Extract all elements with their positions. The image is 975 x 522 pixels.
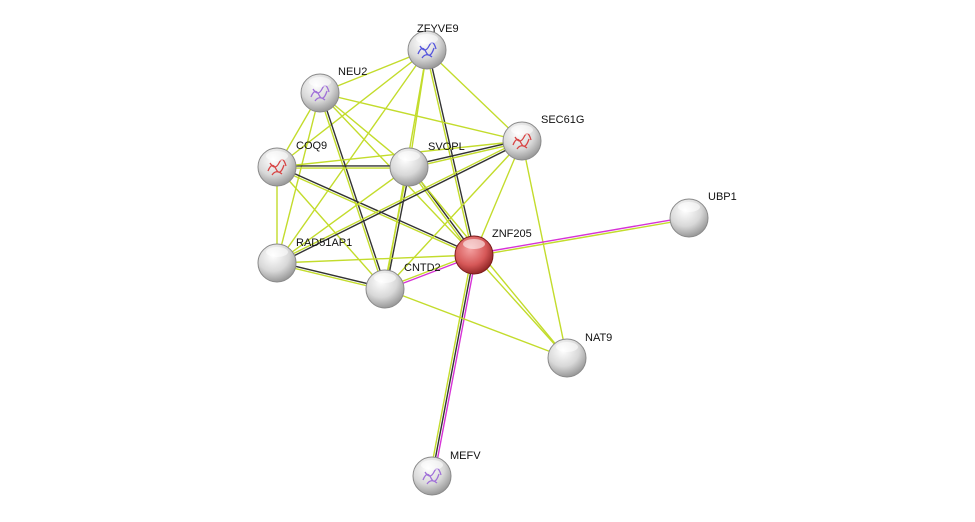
node-cntd2[interactable]: CNTD2	[365, 262, 441, 309]
edge-line-coexpression	[277, 165, 475, 255]
node-label: RAD51AP1	[296, 237, 352, 249]
edge-cntd2-nat9[interactable]	[384, 288, 568, 359]
edge-line-experiments	[433, 255, 477, 477]
node-mefv[interactable]: MEFV	[412, 450, 481, 496]
node-label: SEC61G	[541, 114, 584, 126]
node-rad51ap1[interactable]: RAD51AP1	[257, 237, 352, 283]
edge-line-coexpression	[385, 167, 411, 290]
node-ubp1[interactable]: UBP1	[669, 191, 737, 238]
edge-line-coexpression	[431, 254, 475, 477]
edge-coq9-cntd2[interactable]	[276, 166, 386, 290]
edge-line-textmining	[426, 49, 523, 142]
edge-line-experiments	[473, 216, 689, 255]
node-svopl[interactable]: SVOPL	[389, 141, 465, 187]
edge-line-coexpression	[277, 141, 523, 265]
node-label: NEU2	[338, 66, 367, 78]
edge-line-textmining	[276, 49, 428, 264]
node-highlight	[556, 342, 578, 352]
edge-neu2-cntd2[interactable]	[318, 92, 387, 290]
node-label: CNTD2	[404, 262, 441, 274]
node-label: NAT9	[585, 332, 612, 344]
edge-znf205-ubp1[interactable]	[473, 216, 690, 257]
node-label: COQ9	[296, 140, 327, 152]
node-znf205[interactable]: ZNF205	[454, 228, 532, 275]
edge-line-textmining	[474, 218, 690, 257]
node-zfyve9[interactable]: ZFYVE9	[407, 23, 459, 70]
edge-znf205-rad51ap1[interactable]	[276, 254, 475, 264]
node-highlight	[416, 34, 438, 44]
node-label: ZFYVE9	[417, 23, 459, 35]
edge-coq9-svopl[interactable]	[277, 165, 409, 169]
node-highlight	[266, 151, 288, 161]
node-highlight	[463, 239, 485, 249]
edge-svopl-rad51ap1[interactable]	[276, 166, 410, 264]
edge-neu2-sec61g[interactable]	[319, 92, 523, 142]
edge-line-textmining	[383, 166, 409, 289]
protein-structure-icon	[417, 42, 437, 59]
edge-zfyve9-znf205[interactable]	[425, 49, 476, 256]
edge-zfyve9-coq9[interactable]	[276, 49, 428, 168]
edge-sec61g-znf205[interactable]	[473, 140, 523, 256]
edge-line-textmining	[276, 166, 386, 290]
edge-line-textmining	[318, 93, 385, 290]
edge-line-textmining	[276, 166, 410, 264]
node-highlight	[266, 247, 288, 257]
edge-line-textmining	[473, 140, 523, 256]
node-coq9[interactable]: COQ9	[257, 140, 327, 187]
edge-svopl-cntd2[interactable]	[383, 166, 411, 290]
edge-line-textmining	[384, 140, 523, 290]
node-highlight	[374, 273, 396, 283]
edge-line-textmining	[521, 140, 568, 359]
protein-structure-icon	[310, 85, 330, 102]
edge-line-textmining	[276, 139, 522, 263]
node-highlight	[421, 460, 443, 470]
node-highlight	[309, 77, 331, 87]
edge-line-textmining	[473, 254, 568, 359]
edge-line-textmining	[319, 92, 523, 142]
edge-line-coexpression	[427, 49, 476, 255]
edge-sec61g-cntd2[interactable]	[384, 140, 523, 290]
edge-line-textmining	[425, 50, 474, 256]
node-highlight	[398, 151, 420, 161]
protein-structure-icon	[267, 159, 287, 176]
node-label: UBP1	[708, 191, 737, 203]
edge-zfyve9-rad51ap1[interactable]	[276, 49, 428, 264]
edge-line-coexpression	[320, 92, 387, 289]
node-nat9[interactable]: NAT9	[547, 332, 612, 378]
edge-coq9-znf205[interactable]	[276, 165, 475, 257]
edge-zfyve9-sec61g[interactable]	[426, 49, 523, 142]
edge-line-textmining	[276, 167, 474, 257]
edge-sec61g-nat9[interactable]	[521, 140, 568, 359]
edge-znf205-nat9[interactable]	[473, 254, 568, 359]
edge-line-textmining	[384, 288, 568, 359]
node-label: MEFV	[450, 450, 481, 462]
node-label: SVOPL	[428, 141, 465, 153]
protein-structure-icon	[512, 133, 532, 150]
edge-line-textmining	[276, 254, 475, 264]
edge-znf205-mefv[interactable]	[429, 254, 477, 477]
edge-line-textmining	[429, 254, 473, 476]
node-label: ZNF205	[492, 228, 532, 240]
protein-structure-icon	[422, 468, 442, 485]
edge-sec61g-rad51ap1[interactable]	[276, 139, 523, 265]
edge-line-textmining	[276, 49, 428, 168]
node-highlight	[678, 202, 700, 212]
node-highlight	[511, 125, 533, 135]
node-neu2[interactable]: NEU2	[300, 66, 367, 113]
node-sec61g[interactable]: SEC61G	[502, 114, 584, 161]
